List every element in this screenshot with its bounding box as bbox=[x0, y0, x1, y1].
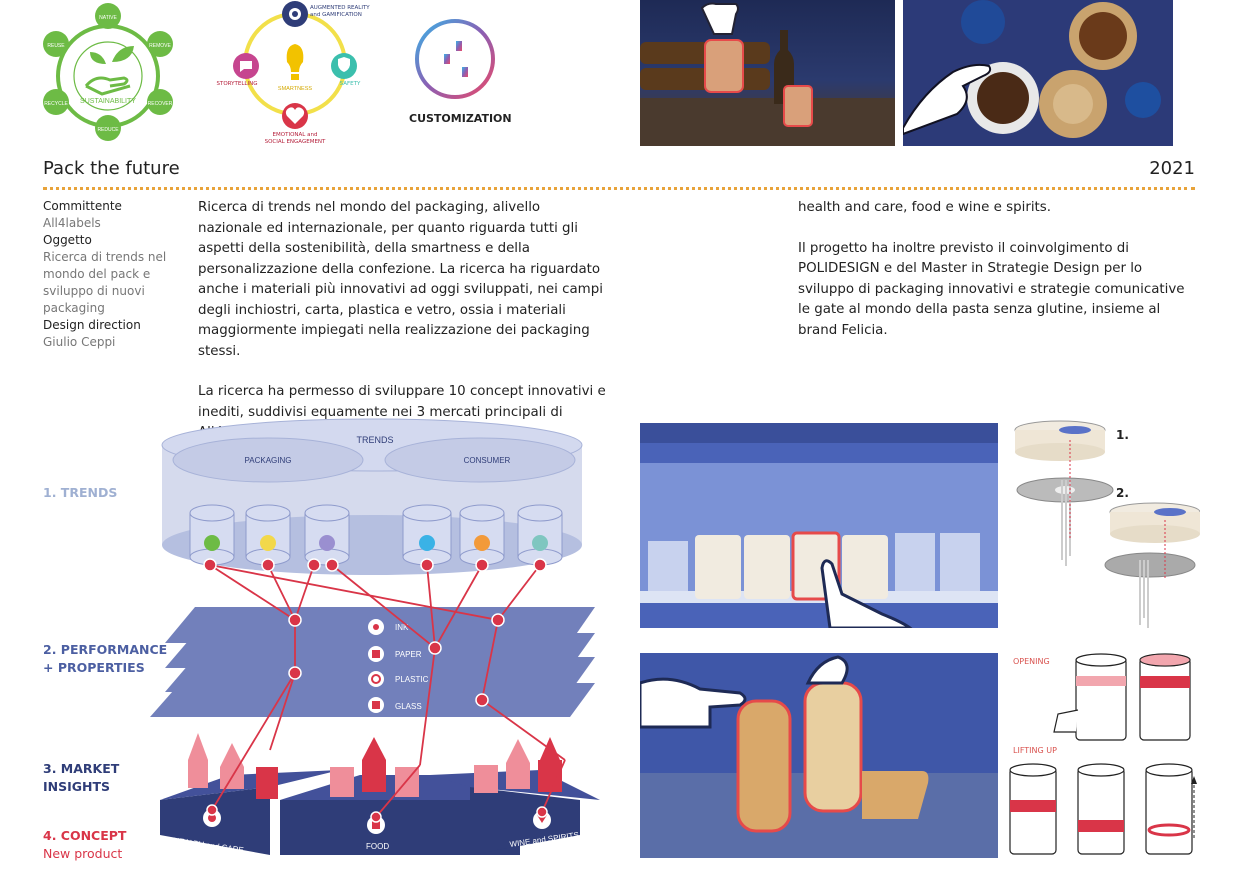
page-year: 2021 bbox=[1149, 158, 1195, 179]
paragraph-3: health and care, food e wine e spirits. bbox=[798, 200, 1052, 215]
paragraph-4: Il progetto ha inoltre previsto il coinv… bbox=[798, 240, 1185, 338]
photo-bottles bbox=[640, 0, 895, 146]
smart-emotional-label: EMOTIONAL and SOCIAL ENGAGEMENT bbox=[264, 132, 326, 145]
sust-center-label: SUSTAINABILITY bbox=[80, 98, 136, 105]
smart-safety-label: SAFETY bbox=[339, 81, 361, 87]
sustainability-wheel: NATIVE REMOVE RECOVER REDUCE RECYCLE REU… bbox=[43, 3, 173, 141]
level-3-line-2: INSIGHTS bbox=[43, 779, 111, 794]
level-1-label: 1. TRENDS bbox=[43, 485, 118, 500]
page-title: Pack the future bbox=[43, 158, 180, 179]
diagram-packaging-label: PACKAGING bbox=[245, 456, 292, 465]
photo-shelf bbox=[640, 423, 998, 628]
direction-value: Giulio Ceppi bbox=[43, 335, 116, 349]
sust-node-native: NATIVE bbox=[99, 15, 117, 21]
level-3-line-1: 3. MARKET bbox=[43, 761, 120, 776]
level-2-label: 2. PERFORMANCE + PROPERTIES bbox=[43, 641, 167, 677]
sust-node-reuse: REUSE bbox=[47, 43, 65, 49]
market-food: FOOD bbox=[366, 842, 389, 851]
committente-label: Committente bbox=[43, 199, 122, 213]
level-2-line-1: 2. PERFORMANCE bbox=[43, 642, 168, 657]
oggetto-value: Ricerca di trends nel mondo del pack e s… bbox=[43, 250, 167, 315]
sust-node-remove: REMOVE bbox=[149, 43, 171, 49]
level-3-label: 3. MARKET INSIGHTS bbox=[43, 760, 119, 796]
sust-node-reduce: REDUCE bbox=[97, 127, 119, 133]
sust-node-recycle: RECYCLE bbox=[44, 101, 68, 107]
smart-center-label: SMARTNESS bbox=[278, 86, 312, 92]
meta-column: Committente All4labels Oggetto Ricerca d… bbox=[43, 198, 183, 351]
material-glass: GLASS bbox=[395, 702, 422, 711]
body-column-2: health and care, food e wine e spirits. … bbox=[798, 198, 1198, 361]
step-1-label: 1. bbox=[1116, 428, 1129, 442]
material-paper: PAPER bbox=[395, 650, 422, 659]
concept-diagram: TRENDS PACKAGING CONSUMER INK PAPER PLAS… bbox=[150, 418, 600, 855]
lifting-label: LIFTING UP bbox=[1013, 746, 1057, 755]
level-4-label: 4. CONCEPT New product bbox=[43, 827, 126, 863]
photo-cookies bbox=[903, 0, 1173, 146]
dotted-divider bbox=[43, 187, 1195, 190]
step-2-label: 2. bbox=[1116, 486, 1129, 500]
mechanism-sketch-1 bbox=[1014, 420, 1200, 628]
customization-label: CUSTOMIZATION bbox=[409, 112, 512, 125]
smartness-wheel: SMARTNESS bbox=[233, 1, 357, 129]
diagram-trends-label: TRENDS bbox=[356, 435, 393, 445]
sust-node-recover: RECOVER bbox=[148, 101, 173, 107]
smart-storytelling-label: STORYTELLING bbox=[216, 81, 258, 87]
customization-icon bbox=[415, 19, 495, 99]
direction-label: Design direction bbox=[43, 318, 141, 332]
opening-label: OPENING bbox=[1013, 657, 1050, 666]
level-4-line-1: 4. CONCEPT bbox=[43, 828, 127, 843]
committente-value: All4labels bbox=[43, 216, 101, 230]
smart-ar-label: AUGMENTED REALITY and GAMIFICATION bbox=[310, 5, 370, 18]
material-plastic: PLASTIC bbox=[395, 675, 429, 684]
mechanism-sketch-2 bbox=[1009, 653, 1197, 855]
diagram-consumer-label: CONSUMER bbox=[464, 456, 511, 465]
material-ink: INK bbox=[395, 623, 409, 632]
paragraph-1: Ricerca di trends nel mondo del packagin… bbox=[198, 200, 603, 359]
photo-pasta-tubes bbox=[640, 653, 998, 858]
oggetto-label: Oggetto bbox=[43, 233, 92, 247]
level-2-line-2: + PROPERTIES bbox=[43, 660, 145, 675]
level-4-line-2: New product bbox=[43, 846, 123, 861]
